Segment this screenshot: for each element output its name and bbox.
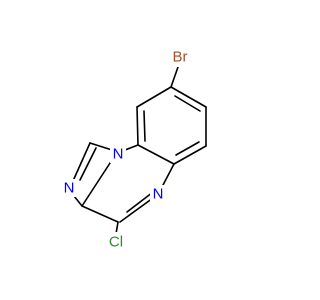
structure-diagram: Br N N N Cl xyxy=(61,47,207,252)
bond-c7-c6-inner xyxy=(175,141,200,156)
atom-n2: N xyxy=(64,180,75,197)
atom-br: Br xyxy=(173,49,188,66)
atom-n1-bg xyxy=(110,145,126,163)
bond-c3a-n1 xyxy=(81,159,113,207)
molecule-canvas: Br N N N Cl xyxy=(61,47,207,252)
bond-c1-n2 xyxy=(72,142,91,182)
bond-c4b-c3a xyxy=(81,205,119,223)
bond-n1-c1 xyxy=(89,142,113,151)
atom-labels: Br N N N Cl xyxy=(61,47,192,252)
bond-c5-c4 xyxy=(136,106,139,146)
atom-cl-bg xyxy=(105,232,127,252)
bond-c5-n1 xyxy=(124,144,139,151)
bond-n3-c4b xyxy=(119,197,154,223)
bond-layer xyxy=(72,66,207,235)
bond-c7-c6 xyxy=(173,145,207,165)
bond-c5-c4-inner xyxy=(143,110,146,142)
atom-br-bg xyxy=(168,47,192,67)
bond-c6-c5 xyxy=(137,144,175,165)
atom-n3: N xyxy=(153,186,164,203)
atom-n3-bg xyxy=(150,185,166,203)
bond-c6-n3 xyxy=(162,163,175,186)
bond-n2-c3a xyxy=(73,195,83,207)
atom-cl: Cl xyxy=(109,234,123,251)
bond-c4-c9 xyxy=(136,86,172,108)
bond-c9-br xyxy=(170,66,179,88)
atom-n2-bg xyxy=(61,179,77,197)
bond-c9-c8 xyxy=(170,86,207,108)
atom-n1: N xyxy=(113,146,124,163)
bond-c1-n2-inner xyxy=(79,147,97,181)
bond-c9-c8-inner xyxy=(174,95,201,112)
